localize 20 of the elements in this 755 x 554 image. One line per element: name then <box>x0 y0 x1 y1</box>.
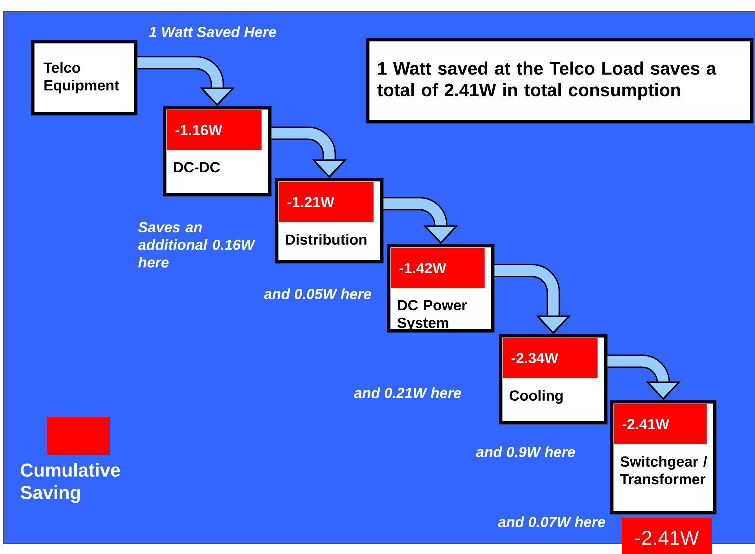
legend-label: Cumulative Saving <box>20 463 120 504</box>
note-text: and 0.05W here <box>264 288 372 300</box>
saving-badge: -1.16W <box>167 110 262 150</box>
note-text: Saves an additional 0.16W here <box>138 222 256 268</box>
stage-label: Switchgear / Transformer <box>620 456 708 485</box>
total-badge: -2.41W <box>622 518 712 554</box>
saving-badge: -1.21W <box>279 182 374 222</box>
note-text: and 0.07W here <box>498 516 606 528</box>
saving-badge: -1.42W <box>391 248 485 288</box>
stage-label: DC-DC <box>174 162 220 173</box>
stage-label: Distribution <box>286 234 367 246</box>
note-text: and 0.9W here <box>476 446 576 458</box>
message-box: 1 Watt saved at the Telco Load saves a total of 2.41W in total consumption <box>366 38 754 124</box>
note-text: and 0.21W here <box>354 388 462 398</box>
saving-badge: -2.34W <box>503 338 598 378</box>
stage-label: Cooling <box>510 390 563 404</box>
note-text: 1 Watt Saved Here <box>149 26 276 38</box>
saving-badge: -2.41W <box>614 404 707 444</box>
stage-label: DC Power System <box>398 300 468 332</box>
equipment-box: Telco Equipment <box>31 40 138 116</box>
